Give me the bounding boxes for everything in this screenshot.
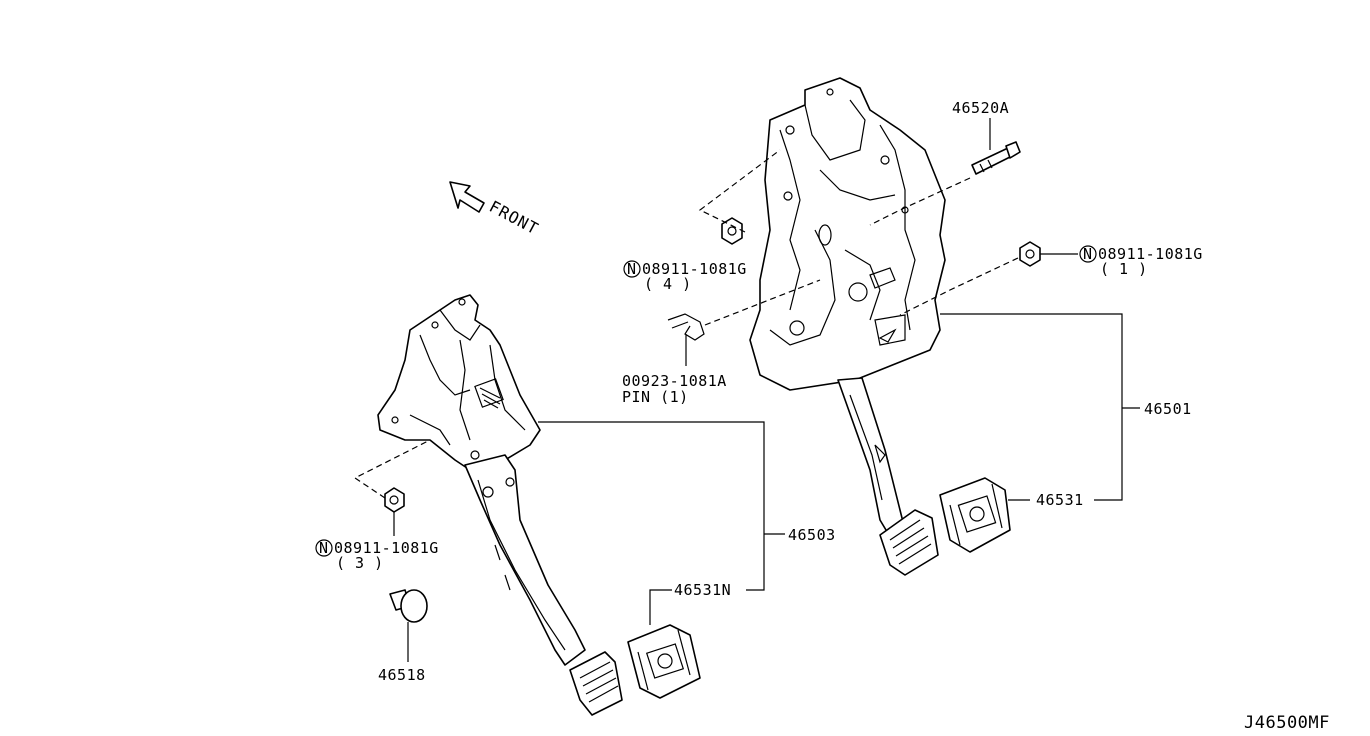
label-pin-desc: PIN (1) [622,388,689,406]
label-nut-upper-right-qty: ( 1 ) [1100,260,1148,278]
assembly-line [353,439,431,499]
nut-symbol-icon [623,260,641,278]
label-nut-upper-left: 08911-1081G [642,260,747,278]
label-nut-upper-left-qty: ( 4 ) [644,275,692,293]
assembly-line [869,177,971,226]
front-arrow-icon [449,181,485,213]
label-46518: 46518 [378,666,426,684]
leader-line [649,589,672,625]
label-46520A: 46520A [952,99,1009,117]
stopper-46518 [389,589,428,623]
nut-symbol: N [1083,245,1093,263]
cotter-pin [667,313,705,341]
label-pin-part: 00923-1081A [622,372,727,390]
assembly-line [704,279,821,326]
label-46501: 46501 [1144,400,1192,418]
diagram-id: J46500MF [1244,713,1330,733]
pedal-pad-cover-46531N [627,624,701,699]
front-label: FRONT [486,197,542,239]
pedal-pad-cover-46531 [939,477,1011,553]
nut-symbol: N [319,539,329,557]
nut-upper-left [721,217,743,245]
label-46531N: 46531N [674,581,731,599]
nut-upper-right [1019,241,1041,267]
label-nut-lower-qty: ( 3 ) [336,554,384,572]
clutch-pedal-bracket [377,294,541,471]
clutch-pedal-arm [464,454,586,666]
assembly-line [698,149,781,233]
label-46503: 46503 [788,526,836,544]
nut-symbol-icon [315,539,333,557]
label-nut-upper-right: 08911-1081G [1098,245,1203,263]
leader-line [538,421,765,591]
nut-symbol-icon [1079,245,1097,263]
label-46531: 46531 [1036,491,1084,509]
label-nut-lower: 08911-1081G [334,539,439,557]
assembly-line [899,257,1019,316]
brake-pedal-bracket [749,77,946,541]
clutch-pedal-pad [569,651,623,716]
nut-symbol: N [627,260,637,278]
bolt-46520A [971,141,1021,175]
leader-line [940,313,1123,501]
nut-lower [384,487,405,513]
brake-pedal-pad [879,509,939,576]
